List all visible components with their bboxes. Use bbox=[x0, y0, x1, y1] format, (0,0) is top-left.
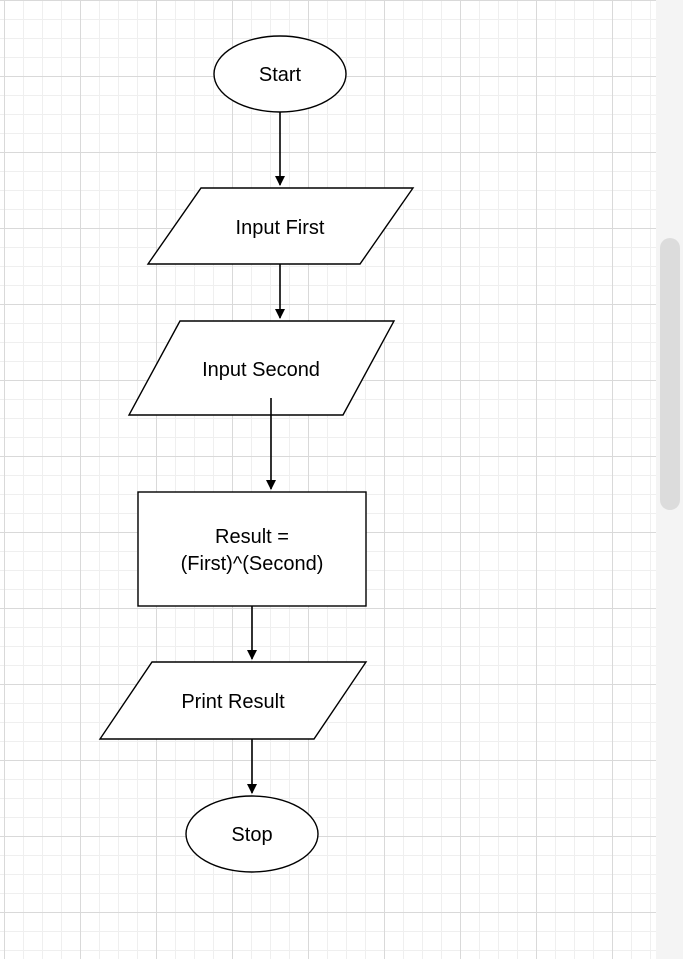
input-first-label: Input First bbox=[236, 217, 325, 239]
input-first-node[interactable]: Input First bbox=[146, 187, 415, 265]
stop-label: Stop bbox=[231, 824, 272, 846]
stop-ellipse bbox=[185, 795, 319, 873]
process-node[interactable]: Result = (First)^(Second) bbox=[137, 491, 367, 607]
start-node[interactable]: Start bbox=[213, 35, 347, 113]
flowchart: Start Input First Input Second Result = … bbox=[98, 35, 415, 873]
process-label-line1: Result = bbox=[215, 526, 289, 548]
stop-node[interactable]: Stop bbox=[185, 795, 319, 873]
scrollbar-thumb[interactable] bbox=[660, 238, 680, 510]
diagram-canvas[interactable] bbox=[0, 0, 656, 959]
start-ellipse bbox=[213, 35, 347, 113]
input-second-label: Input Second bbox=[202, 359, 320, 381]
input-second-parallelogram bbox=[127, 320, 396, 416]
print-result-label: Print Result bbox=[181, 691, 285, 713]
start-label: Start bbox=[259, 64, 302, 86]
print-result-parallelogram bbox=[98, 661, 368, 740]
print-result-node[interactable]: Print Result bbox=[98, 661, 368, 740]
input-first-parallelogram bbox=[146, 187, 415, 265]
process-label-line2: (First)^(Second) bbox=[181, 553, 324, 575]
input-second-node[interactable]: Input Second bbox=[127, 320, 396, 416]
process-rectangle bbox=[137, 491, 367, 607]
